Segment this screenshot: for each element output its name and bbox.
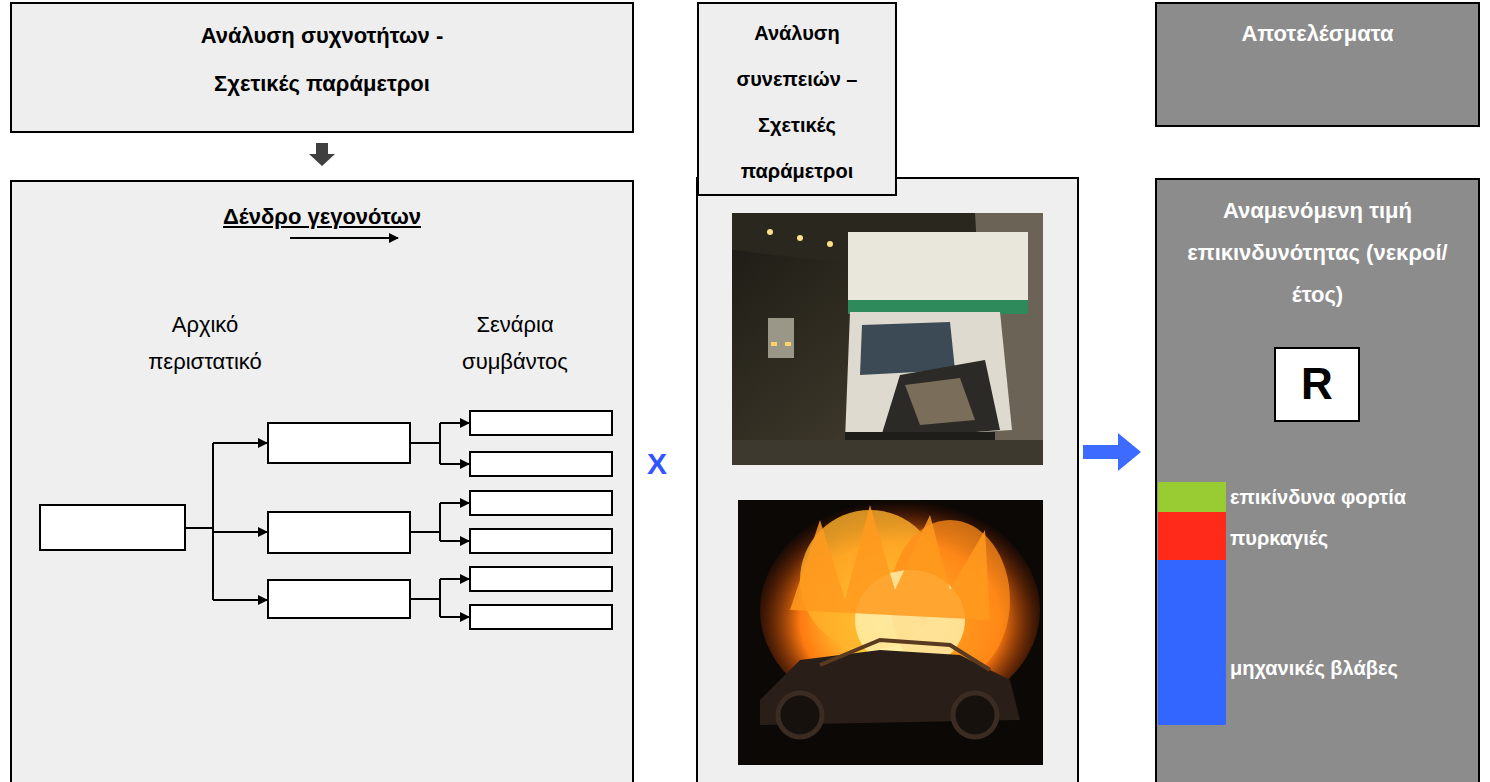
- node-text: Ανάλυση συνεπειών – Σχετικές παράμετροι: [703, 10, 891, 194]
- node-text: Αποτελέσματα: [1161, 14, 1474, 54]
- fire-photo: [738, 500, 1043, 765]
- legend-swatch: [1158, 482, 1226, 512]
- truck-photo: [732, 213, 1043, 465]
- legend-text: μηχανικές βλάβες: [1230, 655, 1398, 681]
- legend-text: πυρκαγιές: [1230, 525, 1328, 551]
- parameter-box: Ανάλυση συνεπειών – Σχετικές παράμετροι: [697, 2, 897, 196]
- parameter-box: Ανάλυση συχνοτήτων - Σχετικές παράμετροι: [10, 2, 634, 133]
- event-tree-panel: Δένδρο γεγονότων: [10, 180, 634, 782]
- event-tree: [40, 238, 612, 629]
- panel-ground: [1155, 178, 1480, 782]
- results-header: Αποτελέσματα: [1155, 2, 1480, 127]
- multiply-sign: X: [637, 444, 677, 484]
- risk-value-box: R: [1274, 347, 1360, 422]
- node-text: R: [1280, 349, 1354, 419]
- tree-axis-label: Σενάρια συμβάντος: [435, 306, 595, 380]
- consequence-panel: [697, 178, 1078, 782]
- legend-text: επικίνδυνα φορτία: [1230, 484, 1406, 510]
- tree-axis-label: Αρχικό περιστατικό: [125, 306, 285, 380]
- node-text: Δένδρο γεγονότων: [16, 202, 628, 232]
- legend-swatch: [1158, 512, 1226, 560]
- result-arrow: [1083, 433, 1141, 471]
- flow-arrow: [309, 143, 335, 166]
- node-text: Ανάλυση συχνοτήτων - Σχετικές παράμετροι: [172, 12, 472, 108]
- node-text: Αναμενόμενη τιμή επικινδυνότητας (νεκροί…: [1165, 190, 1470, 316]
- panel-ground: [10, 180, 634, 782]
- legend-swatch: [1158, 560, 1226, 725]
